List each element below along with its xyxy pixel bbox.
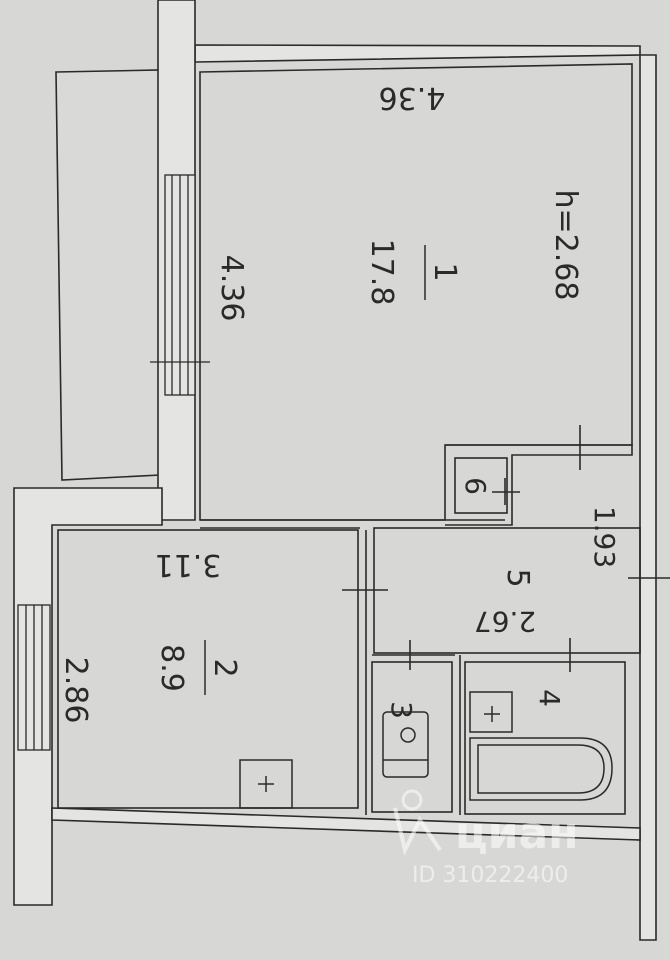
toilet-bowl-icon	[400, 727, 416, 743]
interior-walls	[57, 63, 641, 815]
toilet-icon	[382, 711, 429, 778]
room-1-width: 4.36	[379, 80, 446, 115]
stove-icon	[239, 759, 293, 809]
room-1-length: 4.36	[214, 255, 249, 322]
room-5-width: 2.67	[474, 605, 536, 638]
fixtures	[239, 691, 613, 809]
closet-wall	[445, 444, 633, 526]
watermark-logo-icon	[401, 789, 423, 811]
room-2-outline	[57, 529, 359, 809]
windows	[17, 174, 210, 751]
outer-walls	[13, 0, 657, 941]
room-4-outline	[464, 661, 626, 815]
balcony-area	[55, 69, 161, 481]
room-5-length: 1.93	[588, 506, 621, 568]
sink-icon	[469, 691, 513, 733]
watermark: циан ID 310222400	[393, 789, 579, 888]
bottom-wall	[51, 807, 641, 841]
room-3-number: 3	[385, 701, 418, 719]
room-2-width: 3.11	[155, 547, 222, 582]
door-marks	[342, 425, 670, 672]
closet-6	[454, 457, 508, 514]
room-4-number: 4	[533, 689, 566, 707]
watermark-id: ID 310222400	[412, 863, 568, 888]
room-1-area: 17.8	[364, 239, 399, 306]
room-2-area: 8.9	[154, 644, 189, 692]
room-1-number: 1	[427, 262, 462, 281]
room-2-length: 2.86	[58, 657, 93, 724]
ceiling-height: h=2.68	[548, 190, 583, 301]
room-3-outline	[371, 661, 453, 813]
left-lower-wall	[13, 487, 163, 906]
room-2-number: 2	[207, 658, 242, 677]
watermark-mark-icon	[393, 807, 442, 856]
watermark-brand: циан	[455, 808, 579, 859]
right-wall	[639, 54, 657, 941]
room-6-number: 6	[459, 477, 492, 495]
room-5-number: 5	[500, 568, 535, 587]
labels: 4.36 4.36 h=2.68 1 17.8 6 1.93 5 2.67 3.…	[58, 80, 621, 723]
bathtub-icon	[469, 737, 613, 801]
